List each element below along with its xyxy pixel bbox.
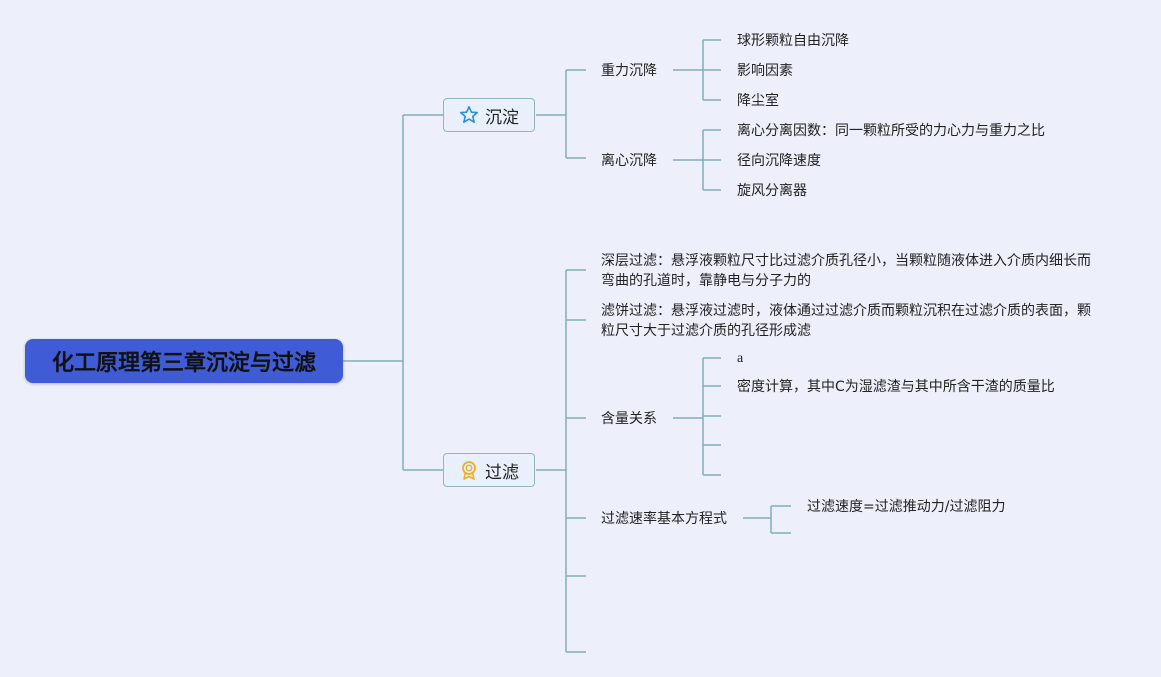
leaf-gravity-1[interactable]: 球形颗粒自由沉降 xyxy=(737,33,849,49)
leaf-centrifugal-3[interactable]: 旋风分离器 xyxy=(737,183,807,199)
leaf-centrifugal-2[interactable]: 径向沉降速度 xyxy=(737,153,821,169)
leaf-gravity-2[interactable]: 影响因素 xyxy=(737,63,793,79)
leaf-rate-1[interactable]: 过滤速度=过滤推动力/过滤阻力 xyxy=(807,499,1006,515)
root-topic[interactable]: 化工原理第三章沉淀与过滤 xyxy=(25,339,343,383)
subtopic-content-relation[interactable]: 含量关系 xyxy=(601,411,657,427)
subtopic-cake-filtration[interactable]: 滤饼过滤：悬浮液过滤时，液体通过过滤介质而颗粒沉积在过滤介质的表面，颗粒尺寸大于… xyxy=(601,303,1091,339)
award-ribbon-icon xyxy=(459,460,479,480)
subtopic-deep-filtration[interactable]: 深层过滤：悬浮液颗粒尺寸比过滤介质孔径小，当颗粒随液体进入介质内细长而弯曲的孔道… xyxy=(601,253,1091,289)
root-title: 化工原理第三章沉淀与过滤 xyxy=(51,351,316,376)
topic-sedimentation-label: 沉淀 xyxy=(485,107,519,128)
star-icon xyxy=(459,105,479,125)
topic-filtration-label: 过滤 xyxy=(485,462,519,483)
topic-filtration[interactable]: 过滤 xyxy=(443,453,535,487)
leaf-gravity-3[interactable]: 降尘室 xyxy=(737,93,779,109)
subtopic-centrifugal-settling[interactable]: 离心沉降 xyxy=(601,153,657,169)
leaf-centrifugal-1[interactable]: 离心分离因数：同一颗粒所受的力心力与重力之比 xyxy=(737,123,1045,139)
leaf-content-2[interactable]: 密度计算，其中C为湿滤渣与其中所含干渣的质量比 xyxy=(737,379,1055,395)
leaf-content-1[interactable]: a xyxy=(737,351,744,366)
topic-sedimentation[interactable]: 沉淀 xyxy=(443,98,535,132)
subtopic-gravity-settling[interactable]: 重力沉降 xyxy=(601,63,657,79)
subtopic-rate-equation[interactable]: 过滤速率基本方程式 xyxy=(601,511,727,527)
